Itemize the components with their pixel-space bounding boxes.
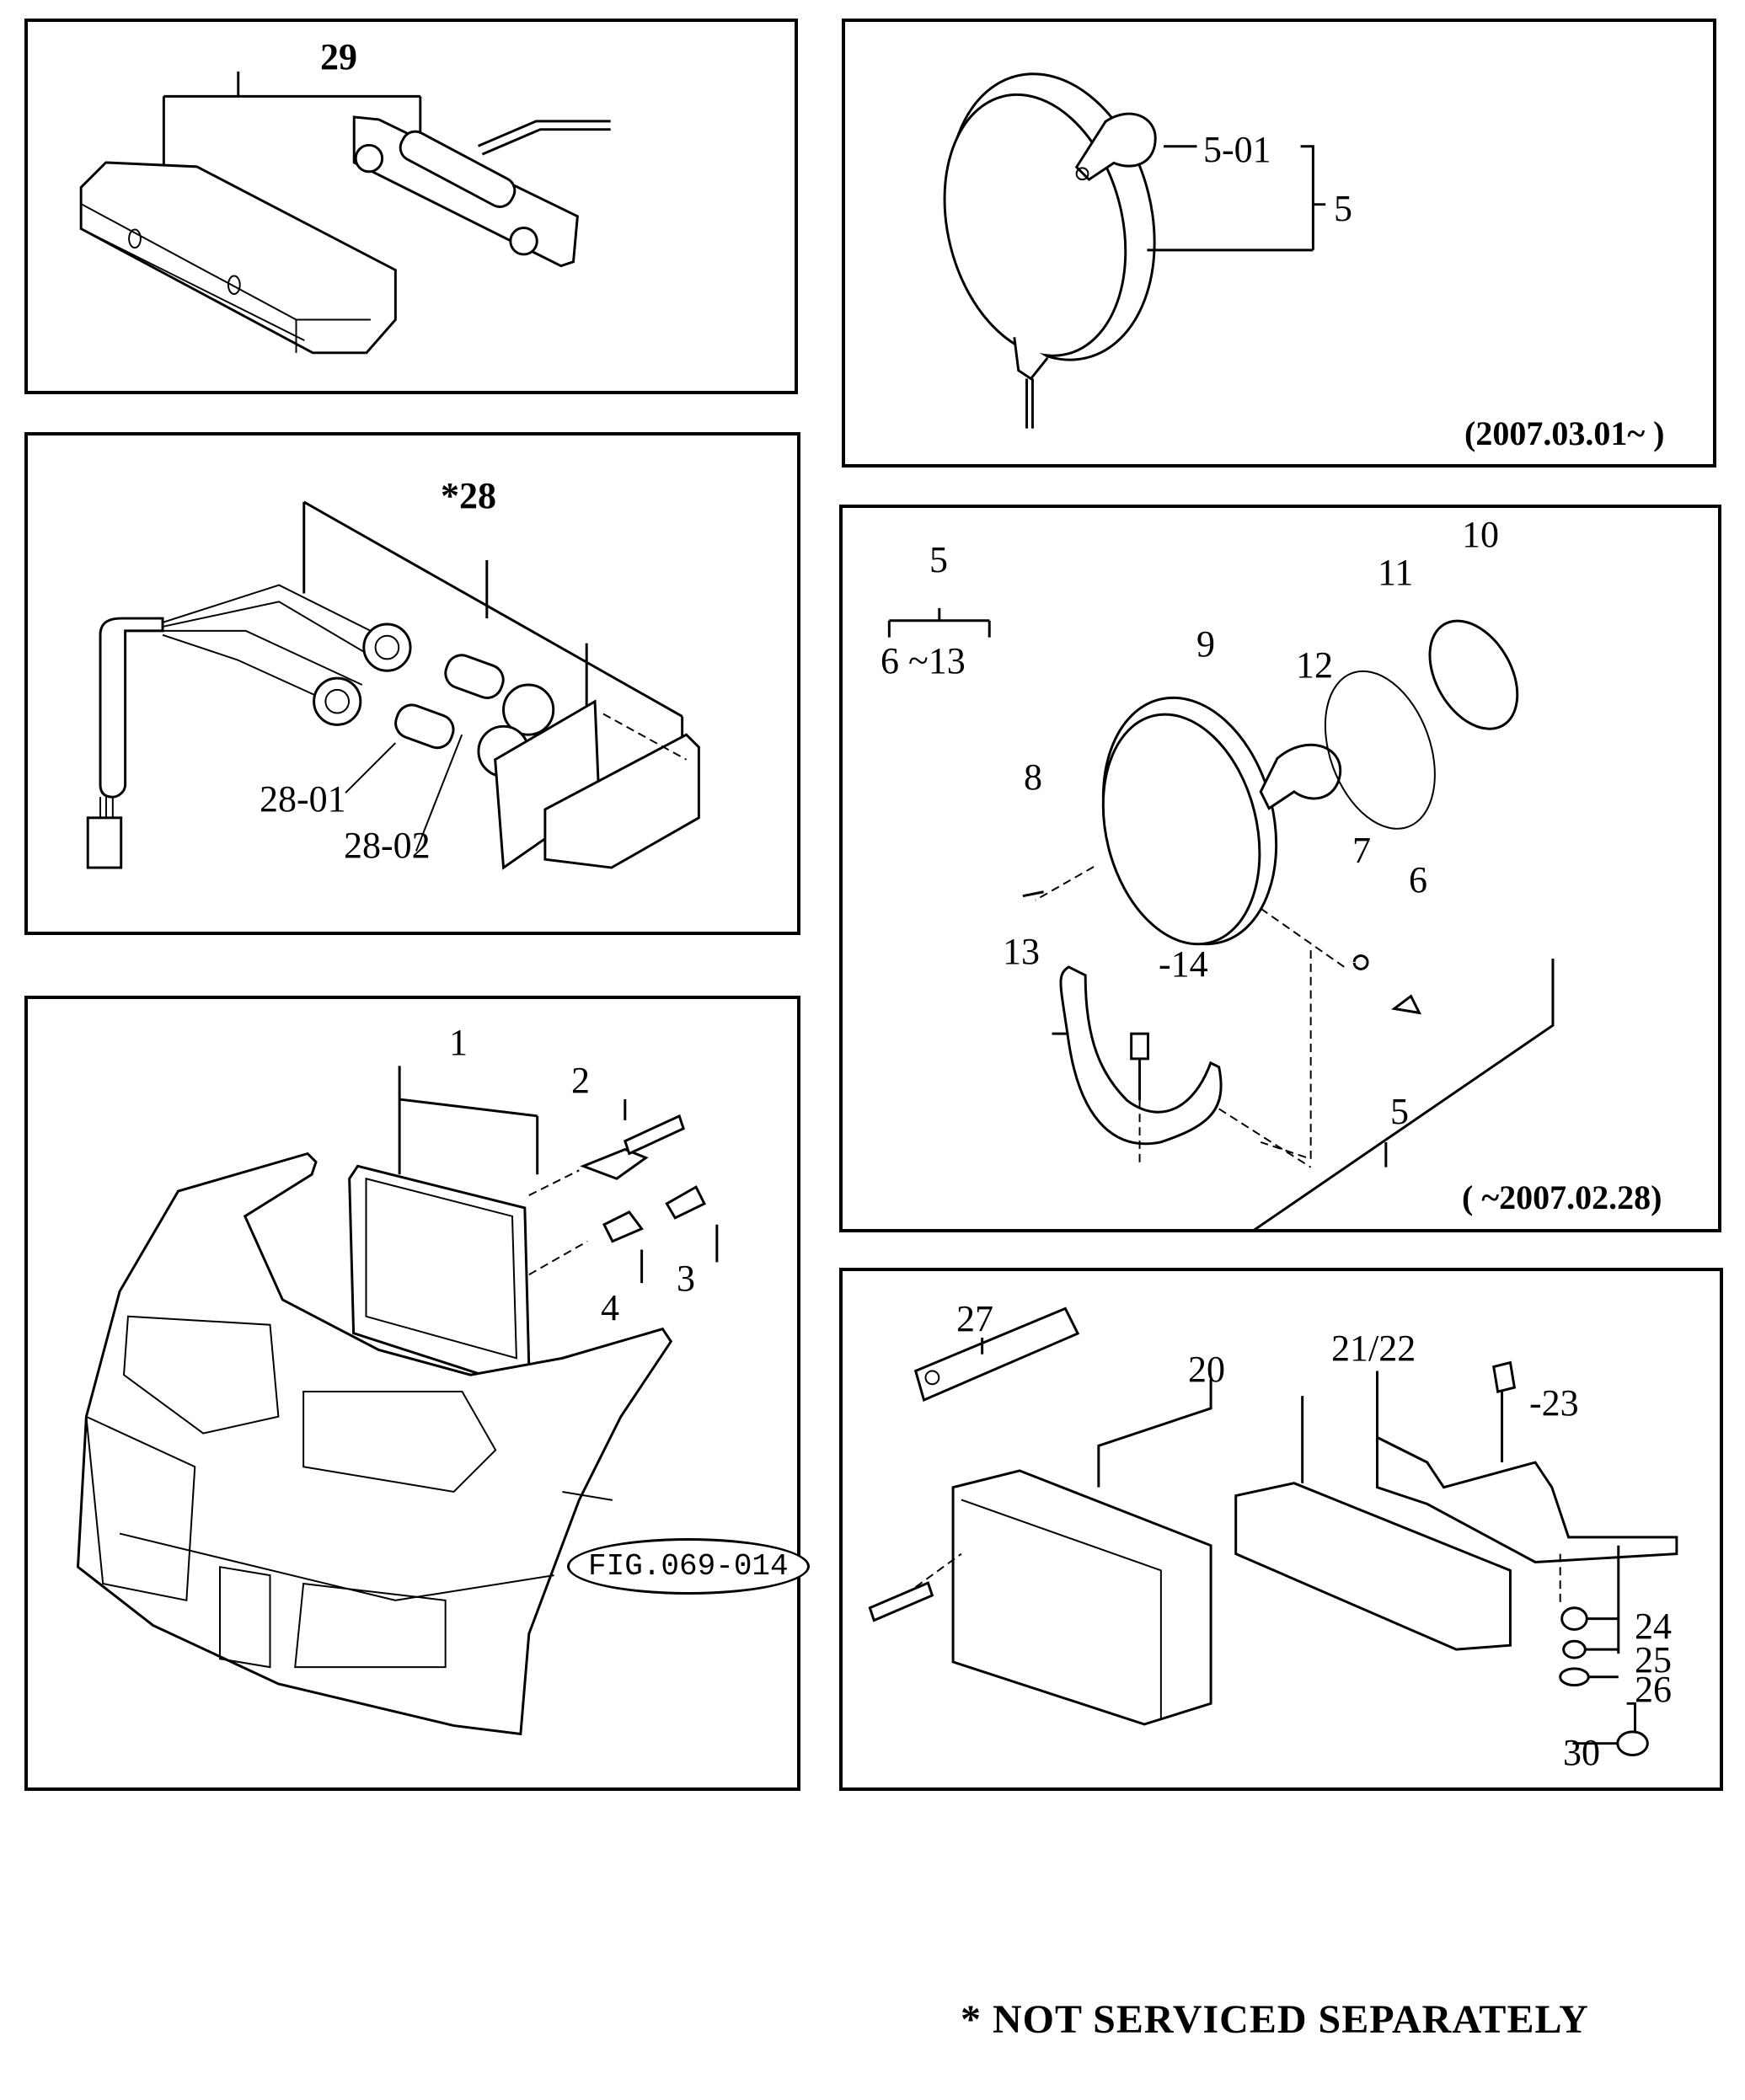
panel-head-lamp: 1 2 3 4 FIG.069-014 <box>24 996 810 1791</box>
license-lamp-drawing <box>79 71 611 355</box>
panel-rear-combination-lamp: *28 28-01 28-02 <box>24 432 800 935</box>
part-label-25: 25 <box>1635 1639 1672 1681</box>
group-range-label: 6 ~13 <box>881 640 966 681</box>
part-label-10: 10 <box>1462 514 1499 555</box>
work-lamp-new-drawing <box>943 72 1326 429</box>
part-label-4: 4 <box>601 1287 619 1328</box>
part-label-7: 7 <box>1352 830 1371 871</box>
side-lamp-drawing <box>868 1306 1678 1756</box>
part-label-28-02: 28-02 <box>344 825 431 866</box>
panel-work-lamp-old: 5 6 ~13 9 10 11 12 8 7 6 13 -14 5 ( ~200… <box>839 505 1721 1232</box>
part-label-27: 27 <box>956 1298 993 1339</box>
part-label-11: 11 <box>1378 552 1414 593</box>
part-label-24: 24 <box>1635 1606 1672 1647</box>
part-label-5: 5 <box>1334 188 1352 229</box>
part-label-21-22: 21/22 <box>1331 1328 1416 1369</box>
date-range-label: ( ~2007.02.28) <box>1462 1178 1662 1216</box>
part-label-29: 29 <box>320 36 357 77</box>
part-label-8: 8 <box>1024 756 1042 798</box>
part-label-13: 13 <box>1003 931 1040 972</box>
figure-reference-link[interactable]: FIG.069-014 <box>567 1538 810 1595</box>
footer-note: * NOT SERVICED SEPARATELY <box>961 1997 1589 2042</box>
part-label-30: 30 <box>1563 1732 1600 1773</box>
part-label-9: 9 <box>1196 623 1215 665</box>
part-label-1: 1 <box>449 1022 468 1063</box>
date-range-label: (2007.03.01~ ) <box>1464 414 1665 452</box>
part-label-6: 6 <box>1409 859 1427 900</box>
group-parent-label-5: 5 <box>929 539 948 580</box>
part-label-14: -14 <box>1159 943 1208 985</box>
part-label-28-01: 28-01 <box>260 778 346 820</box>
panel-side-lamp: 27 20 21/22 -23 24 25 26 30 <box>839 1268 1723 1791</box>
work-lamp-old-drawing <box>887 607 1555 1229</box>
part-label-20: 20 <box>1188 1349 1225 1390</box>
part-label-5-01: 5-01 <box>1203 129 1271 170</box>
part-label-23: -23 <box>1529 1382 1579 1424</box>
part-label-28: *28 <box>441 475 496 516</box>
part-label-12: 12 <box>1296 644 1333 686</box>
rear-combination-lamp-drawing <box>86 500 700 870</box>
part-label-2: 2 <box>571 1060 590 1101</box>
part-label-5-bottom: 5 <box>1390 1091 1409 1132</box>
part-label-26: 26 <box>1635 1669 1672 1710</box>
panel-work-lamp-new: 5-01 5 (2007.03.01~ ) <box>842 19 1716 468</box>
head-lamp-drawing <box>76 1066 719 1736</box>
part-label-3: 3 <box>677 1258 695 1299</box>
panel-license-lamp: 29 <box>24 19 798 394</box>
